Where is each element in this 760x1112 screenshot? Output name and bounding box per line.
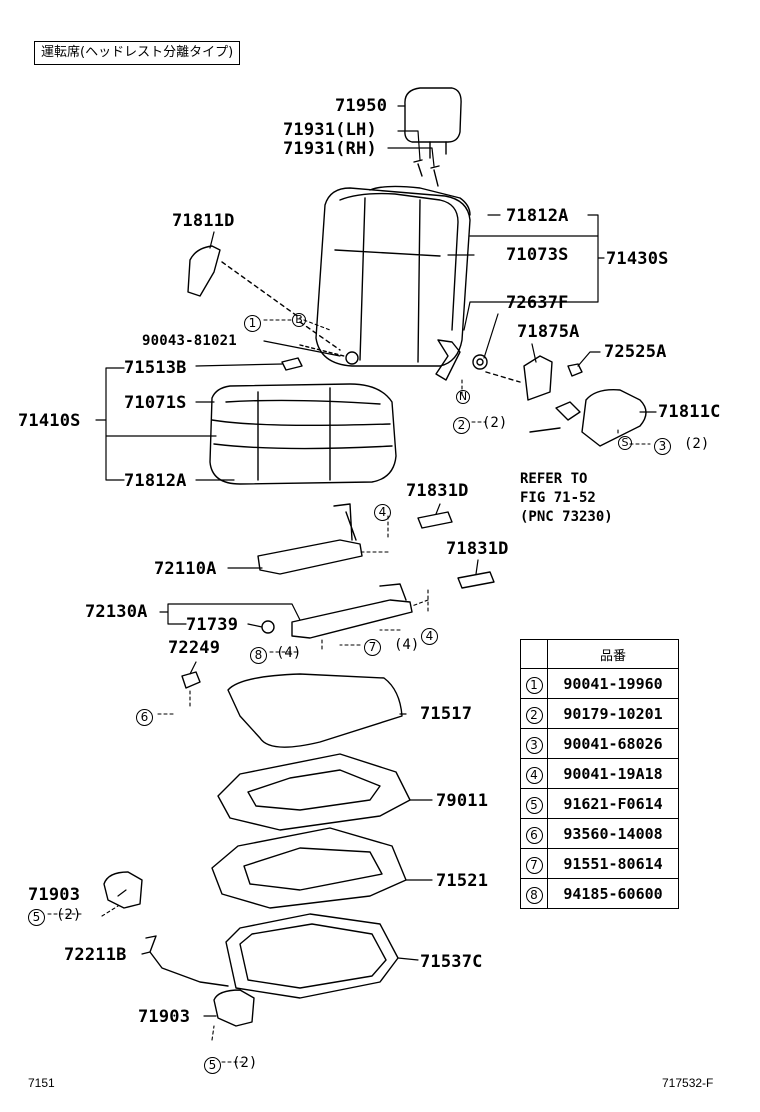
footer-right: 717532-F [662,1076,714,1090]
callout-7: 7 [364,636,381,656]
label-71739: 71739 [186,615,239,635]
label-71430s: 71430S [606,249,669,269]
label-71513b: 71513B [124,358,187,378]
callout-2: 2 [453,414,470,434]
label-79011: 79011 [436,791,489,811]
marker-b-1: B [292,313,306,327]
label-71931-lh: 71931(LH) [283,120,377,140]
reference-note: REFER TO FIG 71-52 (PNC 73230) [520,471,613,525]
shield-drawing [581,389,647,447]
slide-rail-upper-drawing [257,503,363,575]
qty-2a: (2) [482,415,508,431]
row-number: 7 [525,856,543,874]
qty-4b: (4) [394,637,420,653]
pad-drawing [227,673,403,748]
label-72525a: 72525A [604,342,667,362]
footer-left: 7151 [28,1076,55,1090]
label-71931-rh: 71931(RH) [283,139,377,159]
part-number: 90041-19960 [547,668,679,699]
label-90043-81021: 90043-81021 [142,333,237,349]
recliner-lever-drawing [523,355,553,401]
label-72211b: 72211B [64,945,127,965]
part-number: 94185-60600 [547,878,679,909]
label-71812a-top: 71812A [506,206,569,226]
seat-cushion-drawing [209,383,397,485]
label-71831d-2: 71831D [446,539,509,559]
label-72110a: 72110A [154,559,217,579]
callout-1: 1 [244,312,261,332]
part-number: 93560-14008 [547,818,679,849]
label-72130a: 72130A [85,602,148,622]
label-71812a-bottom: 71812A [124,471,187,491]
label-71831d-1: 71831D [406,481,469,501]
parts-table-header-row: 品番 [520,639,679,669]
label-71811d: 71811D [172,211,235,231]
seat-frame-drawing [217,753,411,831]
label-71903-2: 71903 [138,1007,191,1027]
callout-4b: 4 [421,625,438,645]
qty-2d: (2) [232,1055,258,1071]
label-71071s: 71071S [124,393,187,413]
diagram-title: 運転席(ヘッドレスト分離タイプ) [34,41,241,65]
parts-table-empty-header [520,639,548,669]
row-number: 6 [525,826,543,844]
label-71903-1: 71903 [28,885,81,905]
label-71811c: 71811C [658,402,721,422]
callout-8: 8 [250,644,267,664]
qty-4a: (4) [276,645,302,661]
qty-2c: (2) [56,907,82,923]
part-number: 91551-80614 [547,848,679,879]
label-72249: 72249 [168,638,221,658]
row-number: 1 [525,676,543,694]
row-number: 4 [525,766,543,784]
part-number: 90179-10201 [547,698,679,729]
label-71073s: 71073S [506,245,569,265]
row-number: 3 [525,736,543,754]
callout-6: 6 [136,706,153,726]
label-71537c: 71537C [420,952,483,972]
side-cover-drawing [187,245,221,297]
headrest-drawing [404,87,462,159]
label-71517: 71517 [420,704,473,724]
callout-5a: 5 [28,906,45,926]
marker-s-1: S [618,436,632,450]
marker-n-1: N [456,390,470,404]
label-71950: 71950 [335,96,388,116]
row-number: 2 [525,706,543,724]
label-71410s: 71410S [18,411,81,431]
callout-3: 3 [654,435,671,455]
part-number: 90041-68026 [547,728,679,759]
spring-drawing [211,827,407,909]
label-72637f: 72637F [506,293,569,313]
label-71875a: 71875A [517,322,580,342]
parts-table-header: 品番 [547,639,679,669]
wire-drawing [145,935,229,987]
callout-4a: 4 [374,501,391,521]
row-number: 5 [525,796,543,814]
slide-rail-lower-drawing [261,583,413,639]
part-number: 91621-F0614 [547,788,679,819]
qty-2b: (2) [684,436,710,452]
row-number: 8 [525,886,543,904]
seatback-drawing [315,185,471,381]
callout-5b: 5 [204,1054,221,1074]
part-number: 90041-19A18 [547,758,679,789]
label-71521: 71521 [436,871,489,891]
